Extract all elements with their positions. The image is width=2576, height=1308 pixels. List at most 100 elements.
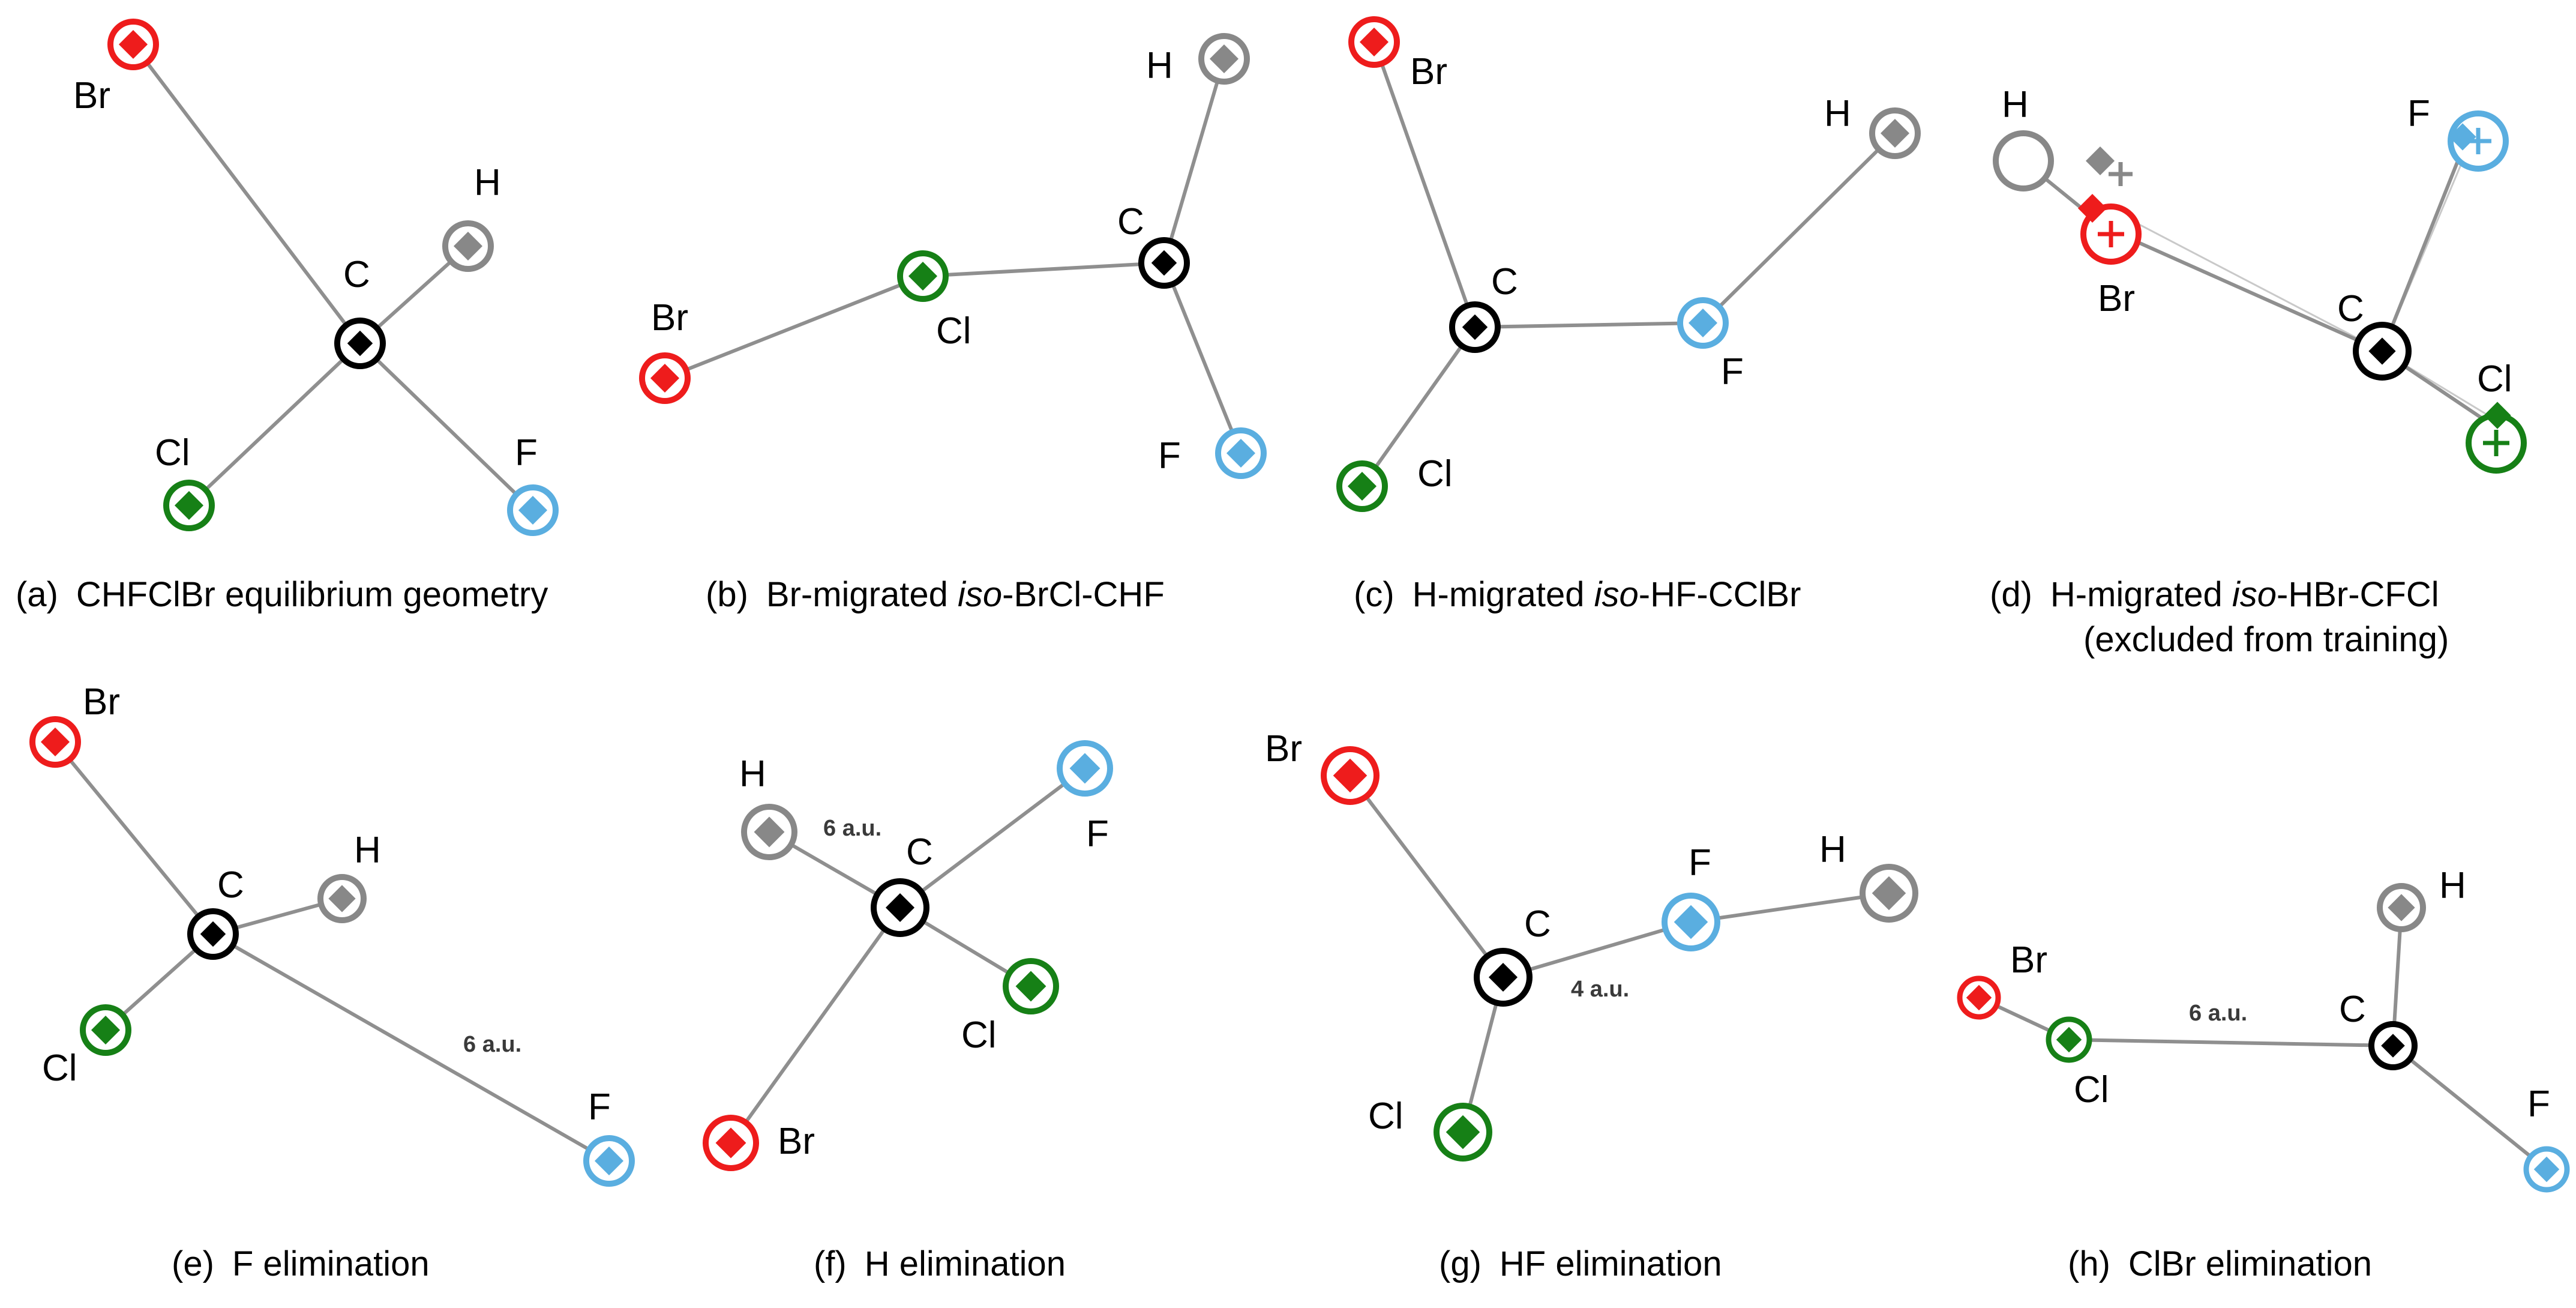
atom-br — [639, 352, 691, 404]
bond-c-f — [2380, 141, 2467, 353]
atom-h — [1869, 107, 1921, 159]
label-h: H — [474, 162, 501, 203]
caption-h: (h)ClBr elimination — [2068, 1244, 2372, 1283]
atom-cl — [2046, 1016, 2092, 1063]
label-br: Br — [83, 681, 120, 723]
bond-c-f — [2391, 1044, 2548, 1171]
label-h: H — [354, 830, 381, 871]
bond-c-cl — [1360, 325, 1477, 488]
bond-br-c — [1348, 774, 1505, 979]
label-h: H — [1824, 93, 1851, 134]
bond-c-f — [1162, 261, 1243, 455]
label-cl: Cl — [155, 432, 190, 474]
label-h: H — [1146, 45, 1173, 86]
caption-g: (g)HF elimination — [1439, 1244, 1722, 1283]
label-cl: Cl — [1368, 1096, 1404, 1137]
label-c: C — [1117, 201, 1144, 243]
label-c: C — [906, 831, 933, 873]
atom-f — [1057, 740, 1113, 797]
label-f: F — [1158, 435, 1181, 477]
label-cl: Cl — [936, 310, 971, 352]
atom-br — [2080, 203, 2142, 265]
panel-a: Br H C Cl F (a)CHFClBr equilibrium geome… — [16, 19, 559, 614]
bond-c-h — [1162, 57, 1226, 265]
atom-c — [871, 878, 929, 937]
caption-a: (a)CHFClBr equilibrium geometry — [16, 575, 548, 614]
atom-c — [2353, 322, 2412, 381]
label-cl: Cl — [1417, 453, 1453, 495]
caption-b: (b)Br-migrated iso-BrCl-CHF — [706, 575, 1165, 614]
label-c: C — [2339, 989, 2366, 1030]
label-c: C — [2337, 288, 2364, 330]
bond-c-f — [1501, 920, 1693, 979]
label-br: Br — [2010, 939, 2047, 981]
caption-e: (e)F elimination — [172, 1244, 430, 1283]
atom-f — [1677, 297, 1729, 349]
atom-cl — [1336, 460, 1388, 512]
atom-h — [442, 220, 494, 272]
label-br: Br — [2098, 278, 2135, 319]
caption-c: (c)H-migrated iso-HF-CClBr — [1354, 575, 1801, 614]
bond-c-br — [131, 43, 362, 345]
caption-f: (f)H elimination — [814, 1244, 1066, 1283]
bond-c-br — [1372, 40, 1477, 329]
atom-cl — [897, 250, 949, 302]
bond-br-c — [53, 740, 215, 936]
atom-f — [583, 1135, 635, 1187]
label-cl: Cl — [2074, 1069, 2109, 1111]
atom-h — [2377, 883, 2426, 932]
label-h: H — [1819, 829, 1846, 870]
distance-label: 6 a.u. — [823, 816, 881, 841]
atom-f — [507, 484, 559, 536]
atom-c — [334, 318, 386, 369]
panel-d: H Br C F Cl (d)H-migrated iso-HBr-CFCl (… — [1990, 84, 2527, 659]
panel-h: Br Cl C H F 6 a.u. (h)ClBr elimination — [1957, 865, 2570, 1283]
atom-cl — [1434, 1103, 1492, 1162]
atom-h — [317, 874, 367, 923]
panel-e: Br C H Cl F 6 a.u. (e)F elimination — [29, 681, 635, 1283]
atom-f — [1662, 893, 1720, 951]
bond-br-cl — [663, 274, 925, 380]
atom-h — [741, 804, 797, 860]
bond-c-f — [358, 342, 535, 512]
atom-br — [107, 19, 159, 70]
atom-c — [1138, 237, 1190, 289]
label-f: F — [2407, 93, 2430, 134]
bond-cl-c — [921, 261, 1166, 278]
label-f: F — [1721, 351, 1744, 393]
atom-cl — [2466, 412, 2527, 474]
label-br: Br — [73, 75, 110, 116]
atom-h — [1993, 130, 2054, 191]
atom-c — [187, 908, 239, 960]
caption-d-line2: (excluded from training) — [2083, 620, 2449, 659]
bond-c-cl — [187, 342, 362, 507]
atom-h — [1198, 33, 1250, 85]
panel-c: Br C F H Cl (c)H-migrated iso-HF-CClBr — [1336, 16, 1921, 614]
bond-c-f — [1473, 321, 1705, 329]
atom-br — [1348, 16, 1400, 68]
label-cl: Cl — [961, 1014, 997, 1056]
label-f: F — [1689, 842, 1711, 884]
label-f: F — [2527, 1083, 2550, 1125]
atom-h — [1860, 864, 1918, 923]
label-br: Br — [1410, 51, 1447, 92]
label-br: Br — [1265, 728, 1302, 770]
bond-f-h — [1689, 891, 1891, 924]
distance-label: 6 a.u. — [463, 1032, 521, 1057]
distance-label: 6 a.u. — [2189, 1001, 2247, 1026]
distance-label: 4 a.u. — [1571, 977, 1629, 1002]
label-br: Br — [651, 297, 688, 339]
atom-cl — [1003, 958, 1059, 1014]
bond-c-f — [211, 932, 611, 1163]
label-f: F — [588, 1086, 611, 1128]
atom-c — [1474, 948, 1533, 1007]
atom-cl — [80, 1004, 131, 1056]
atom-br — [29, 716, 81, 768]
panel-f: H C F Cl Br 6 a.u. (f)H elimination — [703, 740, 1113, 1283]
atom-br — [703, 1115, 759, 1171]
bond-cl-c — [2067, 1038, 2395, 1047]
label-br: Br — [778, 1121, 815, 1162]
label-cl: Cl — [42, 1047, 77, 1089]
atom-br — [1957, 975, 2001, 1020]
cl-marker — [2484, 402, 2511, 429]
